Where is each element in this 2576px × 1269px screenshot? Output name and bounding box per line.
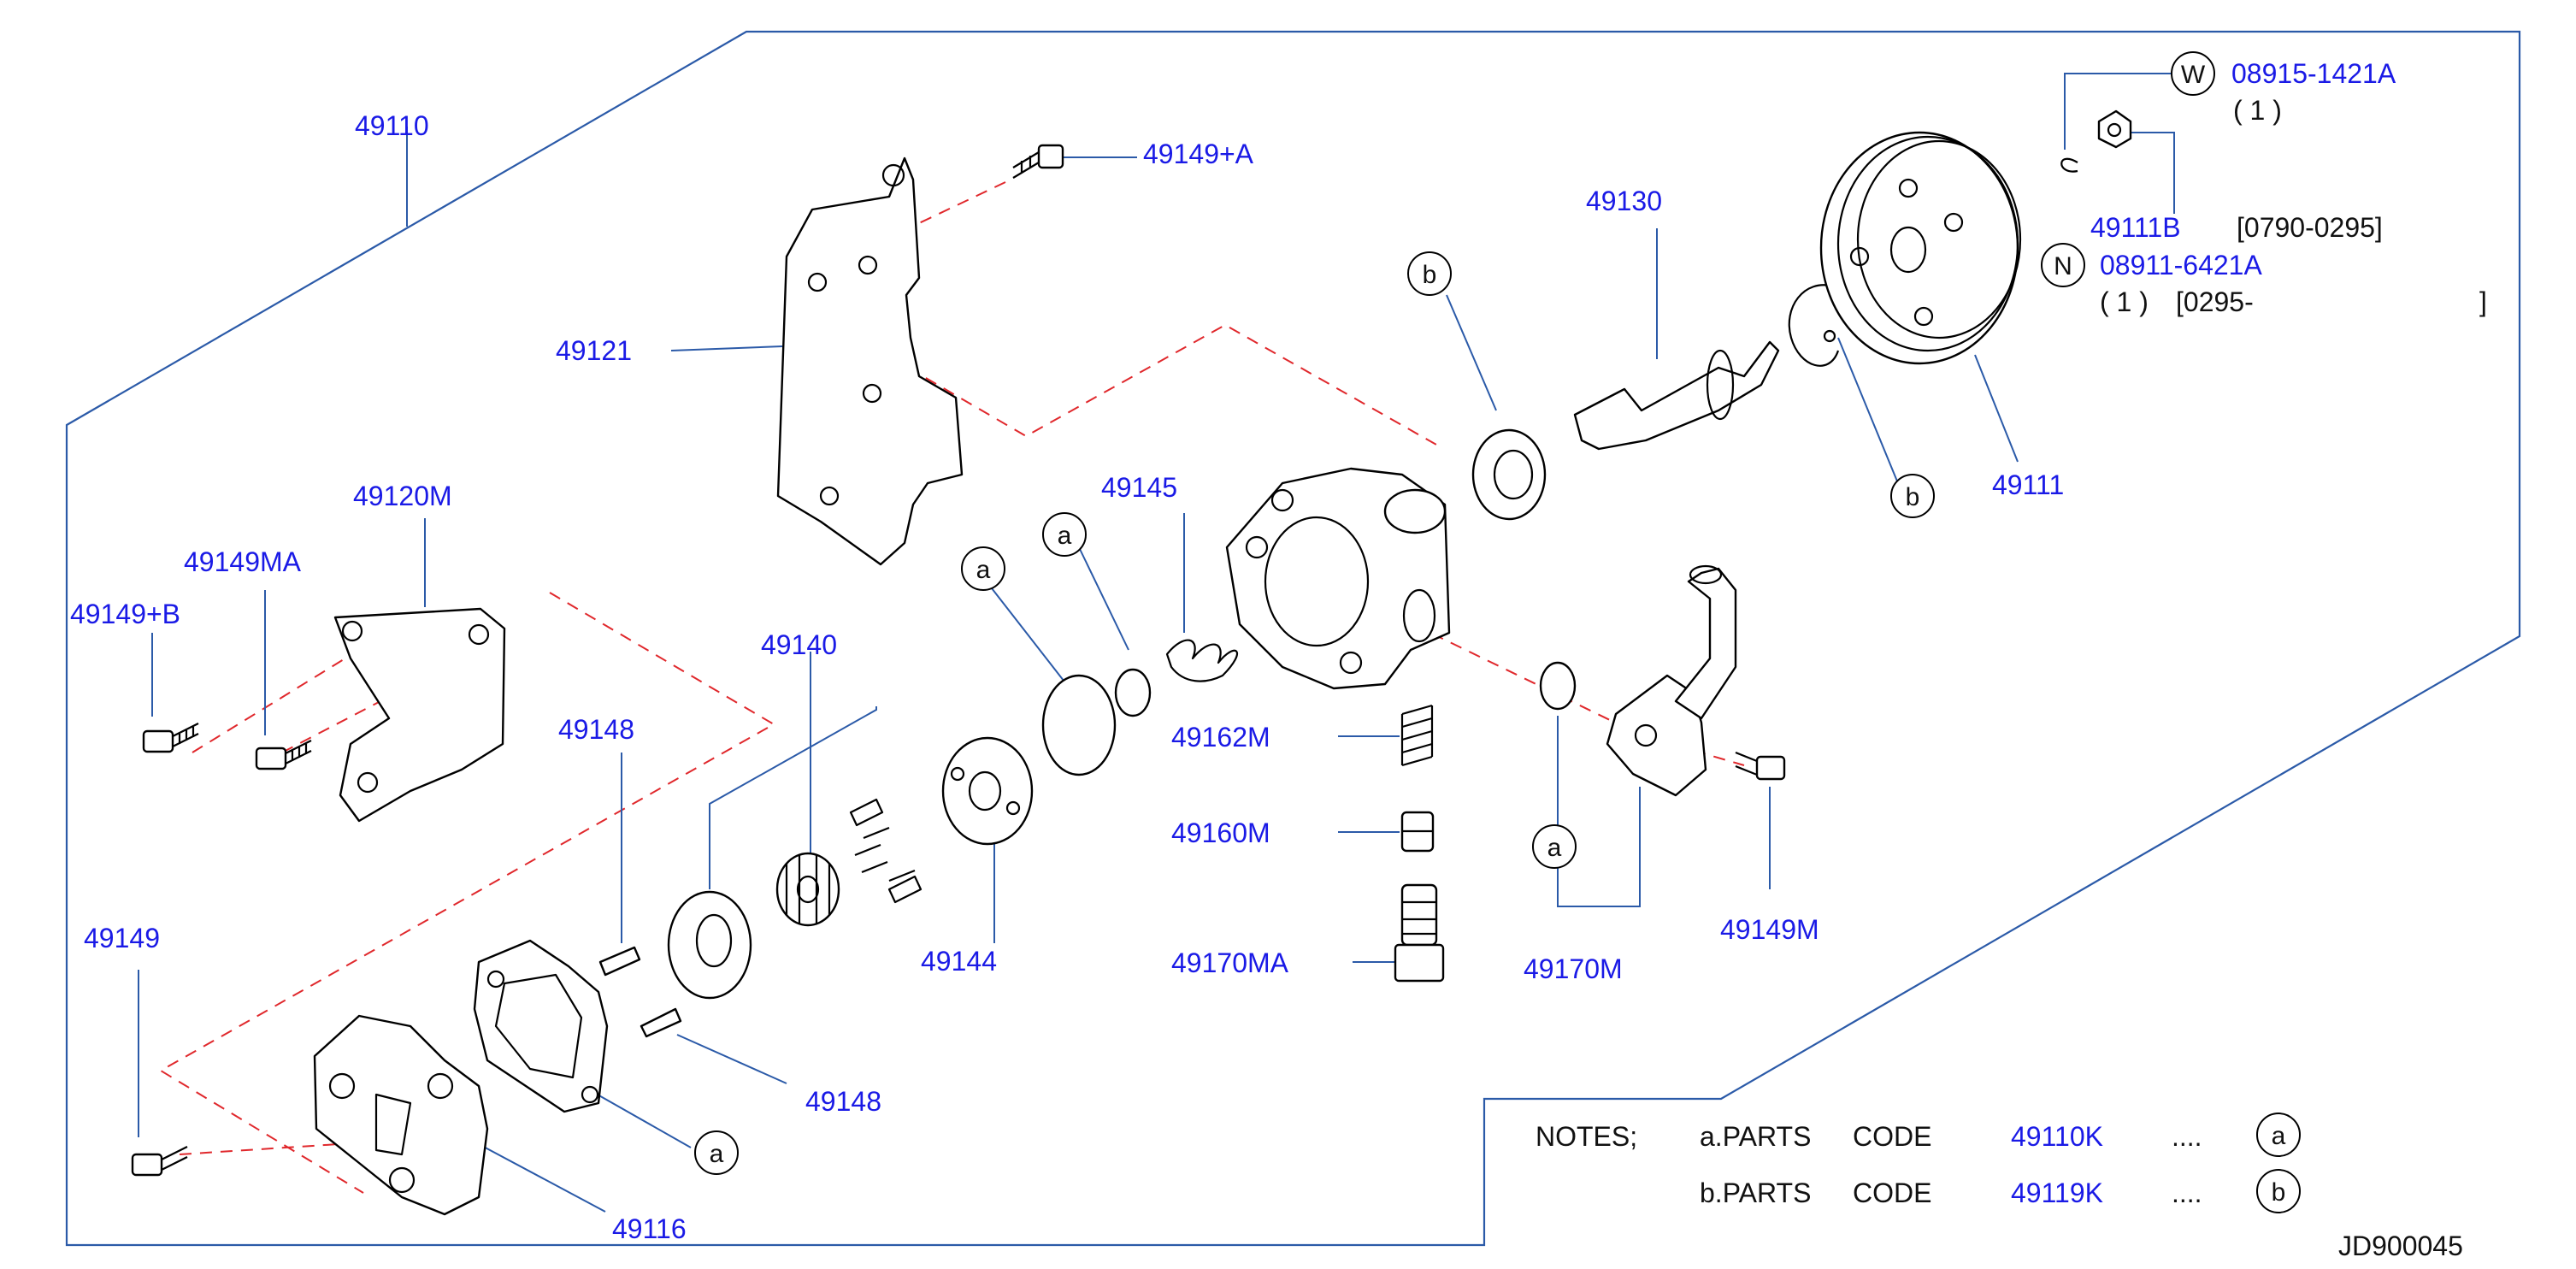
label-49110: 49110 [355, 110, 429, 141]
label-49149MA: 49149MA [184, 546, 302, 577]
label-49130: 49130 [1586, 186, 1662, 216]
date-range-2: [0295- [2176, 286, 2254, 317]
pin-49148-bottom [640, 1007, 682, 1038]
notes-block: NOTES; a.PARTS CODE 49110K .... a b.PART… [1536, 1113, 2301, 1213]
nut-qty: ( 1 ) [2100, 286, 2149, 317]
fastener-info: 08915-1421A ( 1 ) [0790-0295] 08911-6421… [2100, 58, 2487, 317]
label-49148-bottom: 49148 [805, 1086, 881, 1117]
label-49149B: 49149+B [70, 599, 180, 629]
label-49170M: 49170M [1524, 953, 1623, 984]
bracket-49121 [776, 156, 964, 566]
fitting-49170M [1606, 564, 1737, 797]
notes-row-b-code-word: CODE [1853, 1178, 1931, 1208]
washer-code: 08915-1421A [2231, 58, 2396, 89]
notes-heading: NOTES; [1536, 1121, 1637, 1152]
svg-text:N: N [2054, 252, 2072, 280]
label-49111B: 49111B [2090, 212, 2181, 243]
bracket-49120M [333, 607, 506, 823]
notes-row-a-dots: .... [2172, 1121, 2202, 1152]
svg-text:W: W [2181, 61, 2206, 89]
parts-drawings [131, 109, 2132, 1216]
pulley-49111 [1819, 131, 2022, 365]
marker-a-2: a [1042, 512, 1087, 557]
label-49148-top: 49148 [558, 714, 634, 745]
label-49111: 49111 [1992, 469, 2064, 500]
label-49121: 49121 [556, 335, 632, 366]
label-49140: 49140 [761, 629, 837, 660]
lock-washer [2060, 157, 2078, 173]
plate-49144 [941, 736, 1034, 846]
label-49170MA: 49170MA [1171, 947, 1289, 978]
svg-text:a: a [1058, 522, 1072, 550]
notes-row-a-code-word: CODE [1853, 1121, 1931, 1152]
notes-row-b-dots: .... [2172, 1178, 2202, 1208]
notes-row-b-label: b.PARTS [1700, 1178, 1811, 1208]
label-49162M: 49162M [1171, 722, 1270, 753]
washer-qty: ( 1 ) [2233, 95, 2282, 126]
svg-text:a: a [976, 556, 991, 584]
svg-text:b: b [2272, 1178, 2286, 1207]
label-49160M: 49160M [1171, 817, 1270, 848]
cover-49116 [313, 1014, 489, 1216]
bolt-49149A [1012, 144, 1064, 179]
nut-code: 08911-6421A [2100, 250, 2262, 280]
date-range-2-close: ] [2479, 286, 2487, 317]
marker-a-4: a [694, 1130, 739, 1175]
notes-row-b-code: 49119K [2011, 1178, 2103, 1208]
o-ring-fitting [1539, 661, 1577, 711]
label-49120M: 49120M [353, 481, 452, 511]
marker-a-1: a [961, 546, 1005, 591]
label-49149A: 49149+A [1143, 139, 1254, 169]
label-49149M: 49149M [1720, 914, 1819, 945]
vanes [849, 798, 923, 904]
snap-ring [1788, 284, 1840, 367]
notes-row-a-marker: a [2256, 1113, 2301, 1157]
gasket [473, 939, 609, 1113]
bolt-49149M [1735, 751, 1786, 781]
label-49145: 49145 [1101, 472, 1177, 503]
hex-nut [2097, 109, 2132, 149]
marker-a-3: a [1532, 824, 1577, 869]
washer-symbol: W [2171, 51, 2215, 96]
spring-49162M [1400, 704, 1434, 767]
leader-lines [138, 73, 2175, 1213]
spring-49145 [1165, 639, 1239, 682]
cam-ring [667, 890, 752, 1000]
o-ring-small [1114, 668, 1152, 717]
svg-text:a: a [1547, 834, 1562, 862]
date-range-1: [0790-0295] [2237, 212, 2383, 243]
shaft-49130 [1573, 340, 1780, 451]
rotor-49140 [775, 852, 840, 927]
svg-text:a: a [710, 1140, 724, 1168]
assembly-frame [65, 30, 2521, 1247]
label-49116: 49116 [612, 1213, 687, 1244]
bolt-49149 [131, 1146, 188, 1177]
connector-49170MA [1394, 883, 1445, 983]
label-49149: 49149 [84, 923, 160, 953]
svg-text:b: b [1906, 483, 1920, 511]
marker-b-1: b [1407, 251, 1452, 296]
valve-49160M [1400, 811, 1435, 853]
marker-b-2: b [1890, 474, 1935, 518]
oil-seal [1471, 428, 1547, 521]
pin-49148-top [598, 946, 641, 977]
notes-row-a-code: 49110K [2011, 1121, 2103, 1152]
pump-body [1225, 467, 1451, 690]
part-labels: 49110 49149+A 49121 49120M 49149MA 49149… [70, 110, 2181, 1244]
reference-badges: a a a a b b W N [694, 51, 2215, 1175]
nut-symbol: N [2041, 243, 2085, 287]
bolt-49149B [142, 723, 199, 753]
svg-text:a: a [2272, 1122, 2286, 1150]
diagram-id: JD900045 [2338, 1231, 2463, 1261]
bolt-49149MA [255, 740, 312, 770]
notes-row-a-label: a.PARTS [1700, 1121, 1811, 1152]
notes-row-b-marker: b [2256, 1169, 2301, 1213]
o-ring-large [1041, 674, 1117, 776]
svg-text:b: b [1423, 261, 1437, 289]
label-49144: 49144 [921, 946, 997, 977]
